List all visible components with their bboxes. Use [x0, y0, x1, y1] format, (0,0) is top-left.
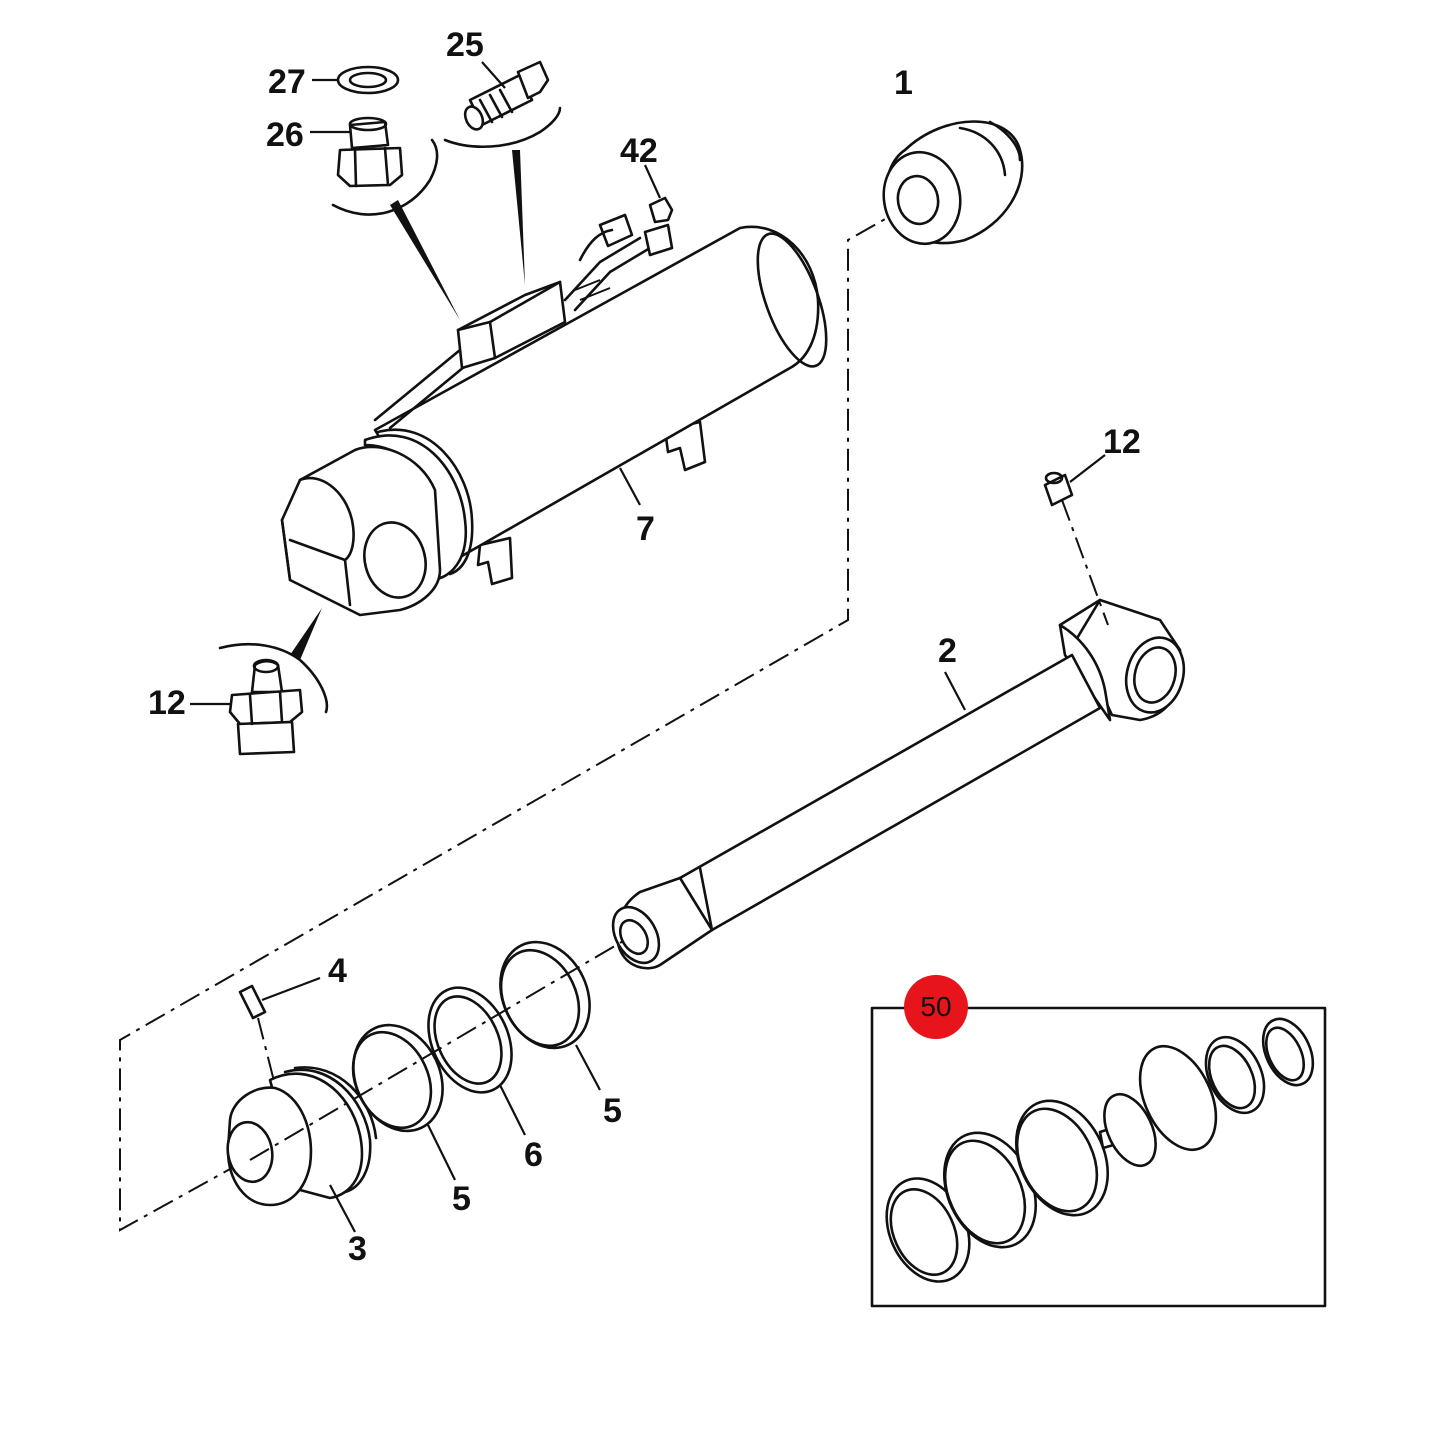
part-2-piston-rod: [611, 499, 1186, 970]
part-3-gland: [226, 1066, 378, 1233]
part-4-pin: [238, 976, 321, 1086]
label-part-25: 25: [446, 26, 484, 64]
detail-callout-12-lower: [190, 608, 329, 756]
part-1-bushing: [882, 120, 1024, 246]
label-part-5-left: 5: [452, 1180, 471, 1218]
part-6-seal: [427, 986, 526, 1136]
label-part-12-lower: 12: [148, 684, 186, 722]
lower-centerline: [249, 939, 626, 1161]
label-part-2: 2: [938, 632, 957, 670]
label-part-4: 4: [328, 952, 347, 990]
label-part-6: 6: [524, 1136, 543, 1174]
seal-kit-badge: 50: [904, 975, 968, 1039]
label-part-5-right: 5: [603, 1092, 622, 1130]
label-part-7: 7: [636, 510, 655, 548]
part-7-cylinder-barrel: [280, 213, 828, 617]
label-part-12-upper: 12: [1103, 423, 1141, 461]
label-part-26: 26: [266, 116, 304, 154]
assembly-centerline: [119, 204, 911, 1232]
label-part-3: 3: [348, 1230, 367, 1268]
part-5-ring-right: [499, 940, 601, 1091]
label-part-42: 42: [620, 132, 658, 170]
part-42-fitting: [643, 164, 674, 224]
label-part-27: 27: [268, 63, 306, 101]
detail-callout-25-26-27: [310, 60, 562, 320]
label-part-1: 1: [894, 64, 913, 102]
seal-kit-box: [870, 1006, 1327, 1308]
part-12-upper-grease-fitting: [1043, 454, 1106, 507]
